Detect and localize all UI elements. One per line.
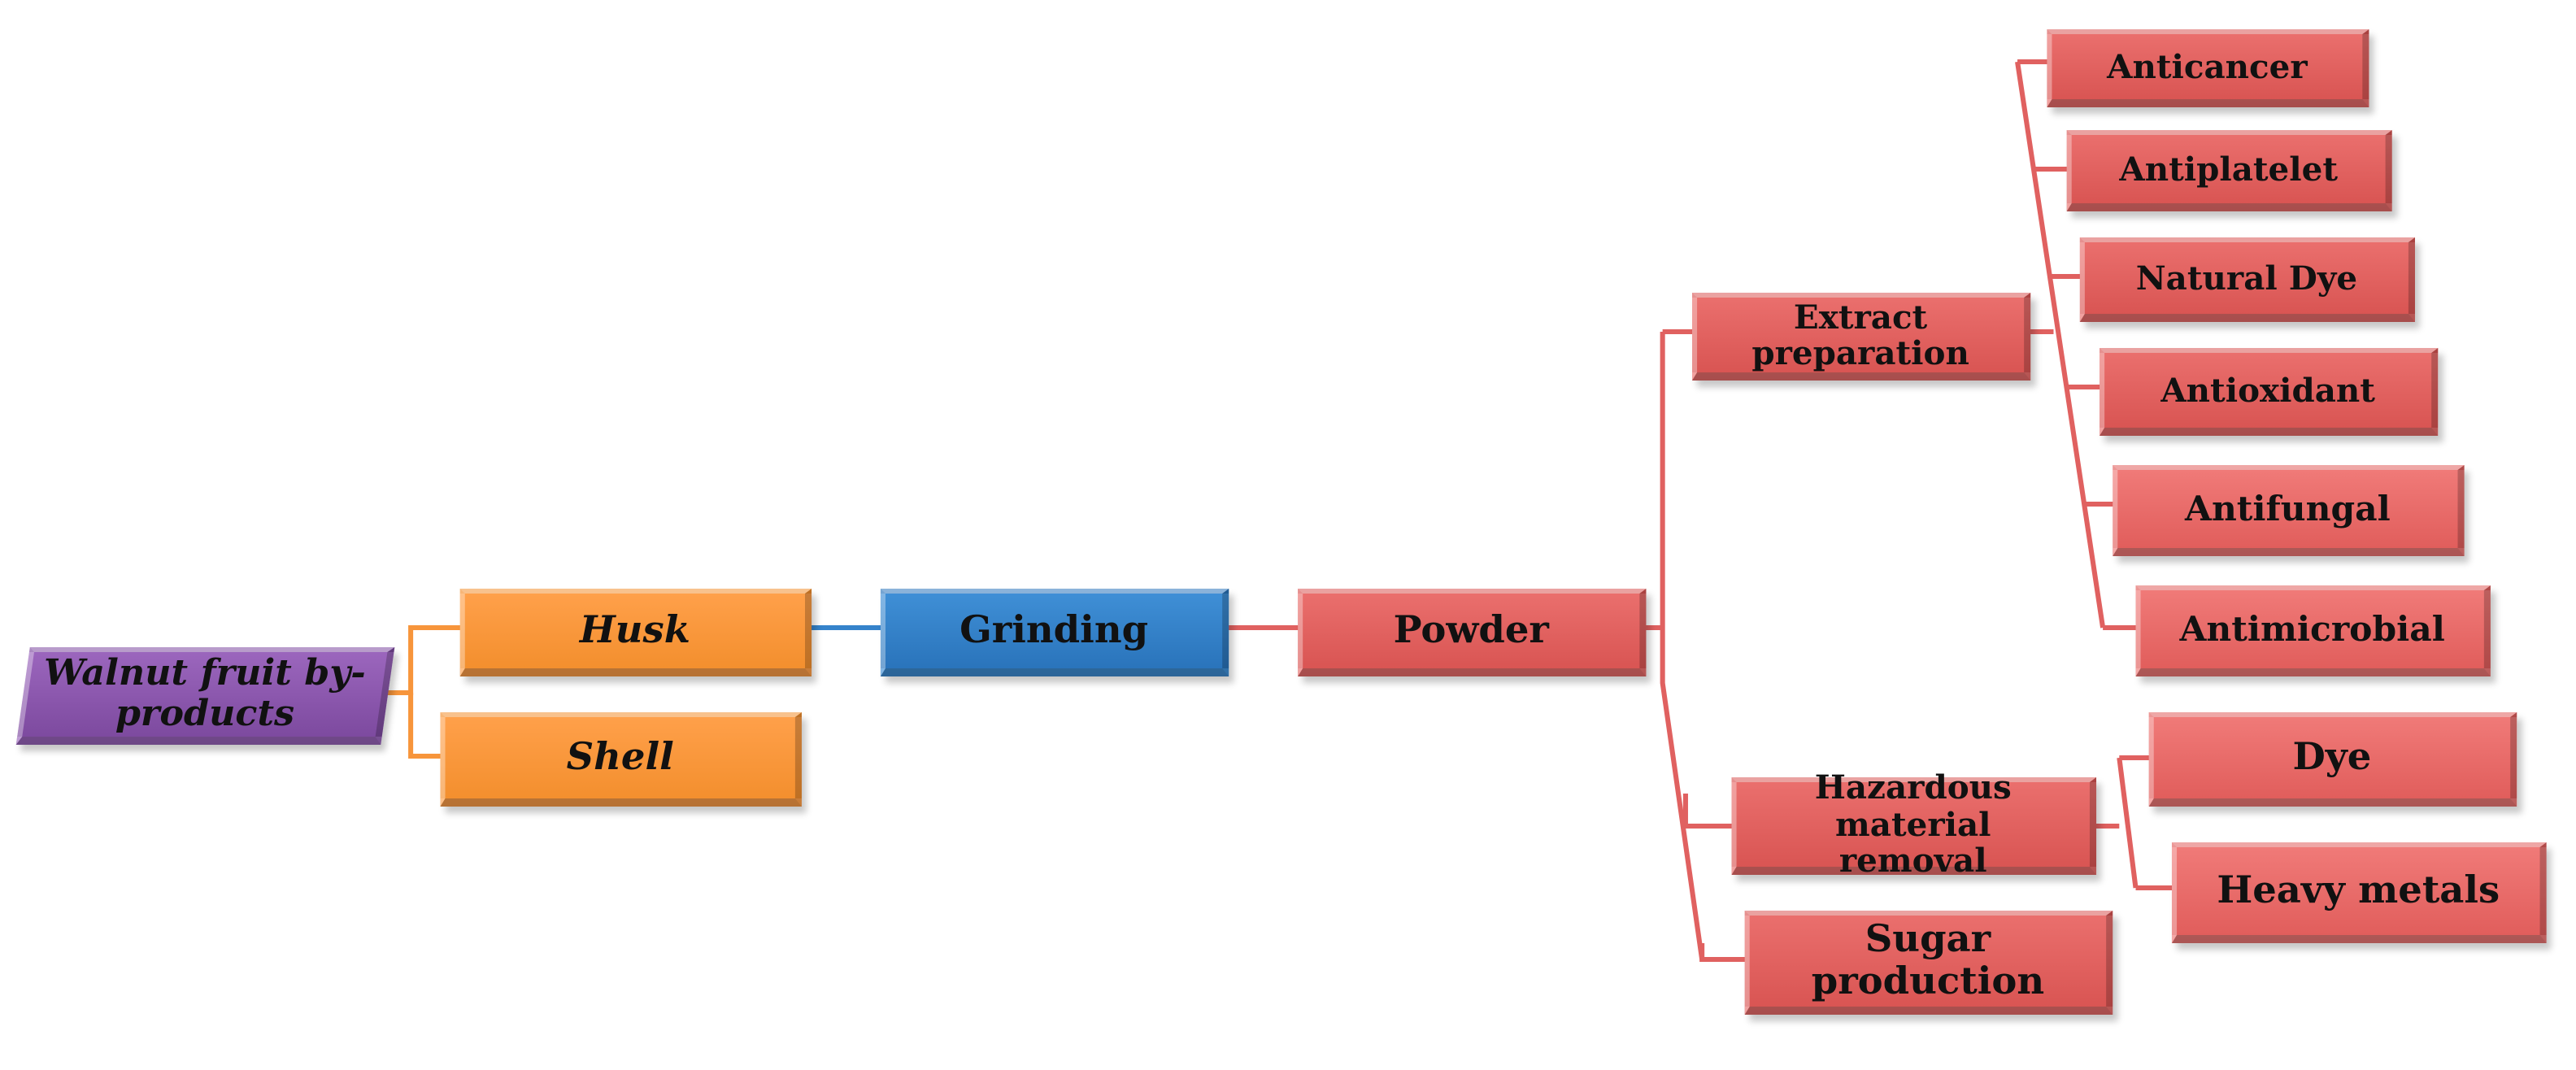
node-dye-label: Dye	[2292, 735, 2372, 780]
node-walnut-byproducts: Walnut fruit by-products	[15, 647, 395, 745]
node-anticancer-label: Anticancer	[2107, 46, 2308, 86]
connector-to-sugar	[1699, 943, 1748, 962]
node-powder-label: Powder	[1393, 608, 1549, 653]
node-dye: Dye	[2148, 712, 2517, 807]
node-antimicrobial: Antimicrobial	[2135, 585, 2491, 676]
node-sugar-production-label: Sugar production	[1811, 917, 2045, 1003]
node-antiplatelet: Antiplatelet	[2066, 130, 2392, 211]
node-extract-preparation-label: Extract preparation	[1751, 297, 1969, 372]
node-antimicrobial-label: Antimicrobial	[2179, 608, 2445, 650]
connector-to-hazardous	[1682, 794, 1735, 829]
node-antifungal: Antifungal	[2113, 465, 2465, 556]
node-heavy-metals: Heavy metals	[2171, 842, 2547, 943]
connector-root-shell	[408, 693, 444, 759]
node-husk: Husk	[459, 589, 812, 676]
node-grinding-label: Grinding	[959, 608, 1149, 653]
node-extract-preparation: Extract preparation	[1692, 293, 2031, 381]
node-hazardous-material-removal-label: Hazardous material removal	[1814, 768, 2012, 881]
node-anticancer: Anticancer	[2047, 29, 2369, 107]
node-antiplatelet-label: Antiplatelet	[2119, 149, 2338, 189]
node-heavy-metals-label: Heavy metals	[2217, 868, 2500, 913]
connector-extract-vertical	[2015, 61, 2106, 629]
node-antioxidant-label: Antioxidant	[2160, 370, 2375, 410]
node-natural-dye: Natural Dye	[2079, 237, 2415, 322]
connector-trunk-vertical	[1660, 332, 1705, 960]
node-hazardous-material-removal: Hazardous material removal	[1731, 769, 2097, 879]
node-husk-label: Husk	[579, 608, 690, 653]
node-shell-label: Shell	[566, 735, 674, 780]
connector-root-husk-shell	[381, 625, 463, 695]
node-natural-dye-label: Natural Dye	[2135, 258, 2358, 298]
node-antifungal-label: Antifungal	[2185, 488, 2391, 529]
connector-hazardous-vertical	[2117, 757, 2139, 889]
node-walnut-byproducts-label: Walnut fruit by-products	[44, 652, 366, 735]
node-antioxidant: Antioxidant	[2100, 348, 2439, 436]
node-sugar-production: Sugar production	[1744, 911, 2113, 1015]
node-shell: Shell	[440, 712, 802, 807]
node-powder: Powder	[1298, 589, 1647, 676]
node-grinding: Grinding	[880, 589, 1229, 676]
